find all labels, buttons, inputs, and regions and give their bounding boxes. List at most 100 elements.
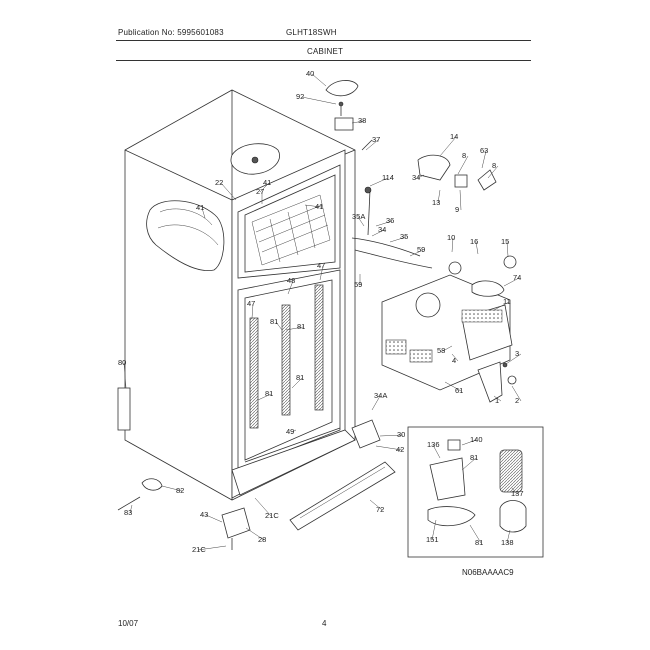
callout-label-c81a: 81 <box>270 317 278 326</box>
callout-leader-c81b <box>285 326 304 331</box>
callout-label-c11: 11 <box>503 297 511 306</box>
callout-label-c4: 4 <box>452 356 456 365</box>
callout-label-c40: 40 <box>306 69 314 78</box>
callout-label-c36: 36 <box>386 216 394 225</box>
callout-label-c43: 43 <box>200 510 208 519</box>
callout-label-c83: 83 <box>124 508 132 517</box>
revision-date: 10/07 <box>118 619 139 628</box>
tubing-lines <box>351 186 433 269</box>
callout-leader-c114 <box>369 177 389 187</box>
callout-label-c9: 9 <box>455 205 459 214</box>
callout-leader-c21Ca <box>254 497 272 517</box>
callout-label-c34a: 34 <box>412 173 420 182</box>
callout-leader-c36 <box>375 220 393 227</box>
callout-label-c16: 16 <box>470 237 478 246</box>
callout-leader-c14 <box>439 136 457 157</box>
callout-label-c72: 72 <box>376 505 384 514</box>
callout-leader-c42 <box>375 445 403 451</box>
callout-label-c13: 13 <box>432 198 440 207</box>
model-number: GLHT18SWH <box>286 28 337 37</box>
callout-leader-c59a <box>409 249 424 257</box>
callout-label-c38: 38 <box>358 116 366 125</box>
callout-label-c59b: 59 <box>354 280 362 289</box>
callout-label-c21Cb: 21C <box>192 545 206 554</box>
callout-leader-c37 <box>365 139 379 151</box>
callout-leader-c47b <box>251 303 254 319</box>
callout-label-c82: 82 <box>176 486 184 495</box>
callout-label-c2: 2 <box>515 396 519 405</box>
callout-label-c27: 27 <box>256 187 264 196</box>
dispenser-assembly <box>381 154 517 403</box>
callout-label-c34A: 34A <box>374 391 387 400</box>
callout-leader-c8a <box>457 155 469 175</box>
callout-leader-c34A <box>371 395 381 411</box>
callout-label-c81e: 81 <box>470 453 478 462</box>
callout-leader-c74 <box>503 277 520 287</box>
callout-label-c81f: 81 <box>475 538 483 547</box>
callout-leader-c16 <box>475 241 479 255</box>
callout-label-c49: 49 <box>286 427 294 436</box>
cabinet-shell <box>124 89 356 501</box>
callout-leader-c34a <box>417 174 425 179</box>
callout-label-c35: 35 <box>400 232 408 241</box>
callout-leader-c82 <box>161 485 183 492</box>
header-divider <box>116 40 531 41</box>
callout-label-c81d: 81 <box>265 389 273 398</box>
callout-leader-c92 <box>301 96 337 105</box>
callout-label-c74: 74 <box>513 273 521 282</box>
top-hinge-assembly <box>325 80 373 151</box>
callout-leader-c9 <box>459 189 462 211</box>
callout-leader-c43 <box>205 514 223 523</box>
callout-leader-c10 <box>451 237 454 253</box>
callout-leader-c81f <box>469 524 482 544</box>
callout-leader-c11 <box>493 301 510 311</box>
callout-label-c37: 37 <box>372 135 380 144</box>
callout-label-c41c: 41 <box>315 202 323 211</box>
callout-leader-c38 <box>351 120 365 124</box>
callout-label-c58: 58 <box>437 346 445 355</box>
callout-leader-c137 <box>511 487 518 495</box>
callout-label-c1: 1 <box>495 396 499 405</box>
callout-label-c8a: 8 <box>462 151 466 160</box>
callout-label-c47b: 47 <box>247 299 255 308</box>
callout-leader-c58 <box>442 345 453 352</box>
callout-label-c10: 10 <box>447 233 455 242</box>
callout-leader-c3 <box>505 353 522 365</box>
callout-leader-c41c <box>304 204 322 208</box>
callout-label-c114: 114 <box>382 173 394 182</box>
callout-leader-c61 <box>444 381 462 392</box>
section-divider <box>116 60 531 61</box>
callout-label-c35A: 35A <box>352 212 365 221</box>
callout-leader-c22 <box>220 182 237 201</box>
callout-leader-c81c <box>291 377 303 389</box>
callout-label-c41a: 41 <box>263 178 271 187</box>
callout-leader-c15 <box>506 241 509 257</box>
callout-label-c47a: 47 <box>317 261 325 270</box>
callout-label-c21Ca: 21C <box>265 511 279 520</box>
callout-label-c151: 151 <box>426 535 439 544</box>
callout-leader-c41b <box>201 207 206 219</box>
callout-leader-c30 <box>379 434 404 437</box>
callout-label-c34b: 34 <box>378 225 386 234</box>
lower-parts <box>117 387 396 550</box>
callout-label-c61: 61 <box>455 386 463 395</box>
callout-label-c48: 48 <box>287 276 295 285</box>
callout-leader-c21Cb <box>197 545 227 551</box>
callout-label-c80: 80 <box>118 358 126 367</box>
callout-leader-c41a <box>259 182 270 193</box>
callout-leader-c47a <box>319 265 324 281</box>
callout-leader-c49 <box>291 429 297 433</box>
callout-leader-c4 <box>451 353 459 362</box>
callout-leader-c48 <box>287 280 294 295</box>
callout-label-c81b: 81 <box>297 322 305 331</box>
callout-leader-c138 <box>506 529 511 544</box>
callout-leader-c151 <box>431 519 437 541</box>
callout-label-c41b: 41 <box>196 203 204 212</box>
section-title: CABINET <box>307 47 344 56</box>
callout-leader-c140 <box>461 439 477 446</box>
evaporator-fan-cover <box>230 143 280 175</box>
callout-leader-c81e <box>461 457 477 471</box>
callout-label-c3: 3 <box>515 349 519 358</box>
callout-label-c14: 14 <box>450 132 458 141</box>
